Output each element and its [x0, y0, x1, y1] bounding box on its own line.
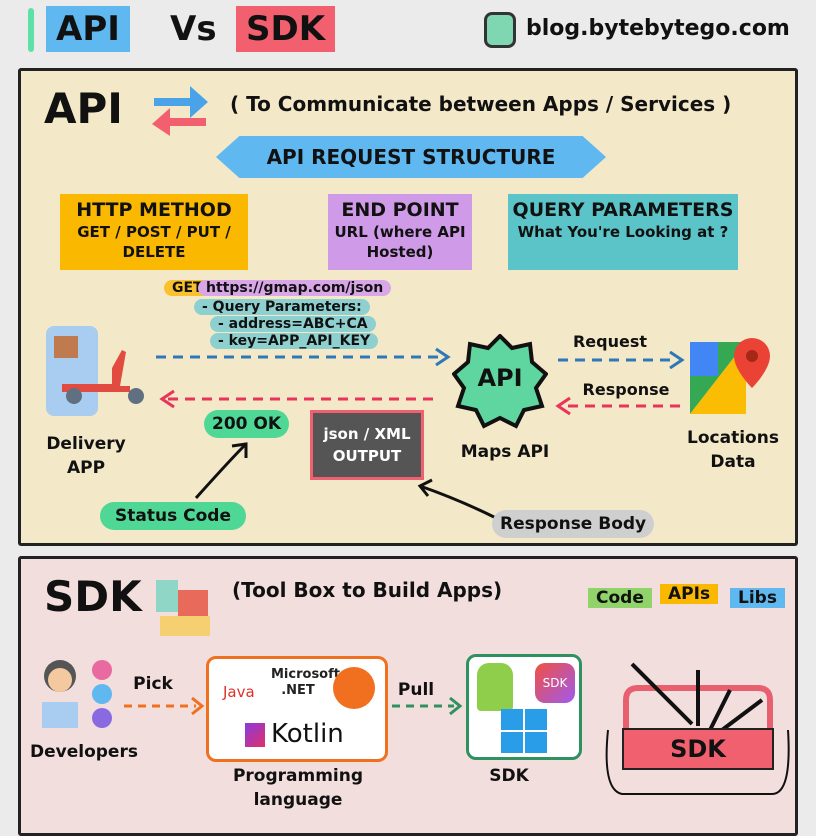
header-sdk: SDK: [236, 6, 336, 52]
toolbox-label: SDK: [622, 728, 774, 770]
google-maps-icon: [688, 336, 774, 418]
sdk-subtitle: (Tool Box to Build Apps): [232, 578, 503, 602]
api-gear-label: API: [477, 364, 523, 392]
card-desc: GET / POST / PUT / DELETE: [77, 223, 231, 261]
request-param: - key=APP_API_KEY: [210, 333, 379, 349]
header-api: API: [46, 6, 130, 52]
sdk-title: SDK: [44, 572, 142, 621]
delivery-app-label: Delivery APP: [46, 434, 126, 478]
api-subtitle: ( To Communicate between Apps / Services…: [230, 92, 732, 116]
request-label: Request: [572, 332, 648, 351]
request-param: - address=ABC+CA: [210, 316, 376, 332]
query-parameters-card: QUERY PARAMETERS What You're Looking at ?: [508, 194, 738, 270]
status-code-label: Status Code: [100, 502, 246, 530]
sdk-app-icon: SDK: [535, 663, 575, 703]
response-label: Response: [582, 380, 670, 399]
exchange-arrows-icon: [148, 80, 212, 136]
orange-framework-icon: [333, 667, 375, 709]
api-request-banner: API REQUEST STRUCTURE: [216, 136, 606, 178]
languages-box: Java Microsoft .NET Kotlin: [206, 656, 388, 762]
developer-avatar-icon: [36, 656, 118, 736]
dotnet-logo: Microsoft .NET: [271, 667, 340, 698]
card-desc: URL (where API Hosted): [334, 223, 466, 261]
tag-libs: Libs: [730, 588, 785, 608]
kotlin-icon: [245, 723, 265, 747]
developers-label: Developers: [30, 742, 138, 762]
header-accent: [28, 8, 34, 52]
card-title: HTTP METHOD: [76, 199, 232, 221]
site-link[interactable]: blog.bytebytego.com: [526, 16, 790, 41]
tag-apis: APIs: [660, 584, 719, 604]
api-gear-icon: API: [452, 334, 548, 430]
request-url: https://gmap.com/json: [198, 280, 392, 296]
pull-label: Pull: [397, 680, 435, 700]
output-window: json / XML OUTPUT: [310, 410, 424, 480]
response-body-label: Response Body: [492, 510, 655, 538]
building-blocks-icon: [156, 572, 212, 636]
pick-label: Pick: [133, 674, 173, 694]
locations-data-label: Locations Data: [687, 428, 779, 472]
delivery-app-icon: [44, 324, 150, 420]
windows-icon: [501, 709, 547, 753]
sdk-label: SDK: [489, 766, 529, 786]
api-title: API: [44, 84, 123, 133]
status-200-ok: 200 OK: [204, 410, 290, 438]
bytebytego-logo-icon: [484, 12, 516, 48]
card-title: QUERY PARAMETERS: [512, 199, 734, 221]
request-params-label: - Query Parameters:: [194, 299, 370, 315]
tag-code: Code: [588, 588, 652, 608]
kotlin-logo: Kotlin: [271, 719, 344, 749]
toolbox-icon: SDK: [602, 660, 798, 800]
maps-api-label: Maps API: [460, 442, 550, 462]
android-icon: [477, 663, 513, 711]
header-vs: Vs: [170, 9, 217, 49]
programming-language-label: Programming language: [232, 766, 364, 810]
sdk-box: SDK: [466, 654, 582, 760]
card-desc: What You're Looking at ?: [517, 223, 729, 241]
java-logo: Java: [223, 683, 255, 701]
card-title: END POINT: [341, 199, 459, 221]
